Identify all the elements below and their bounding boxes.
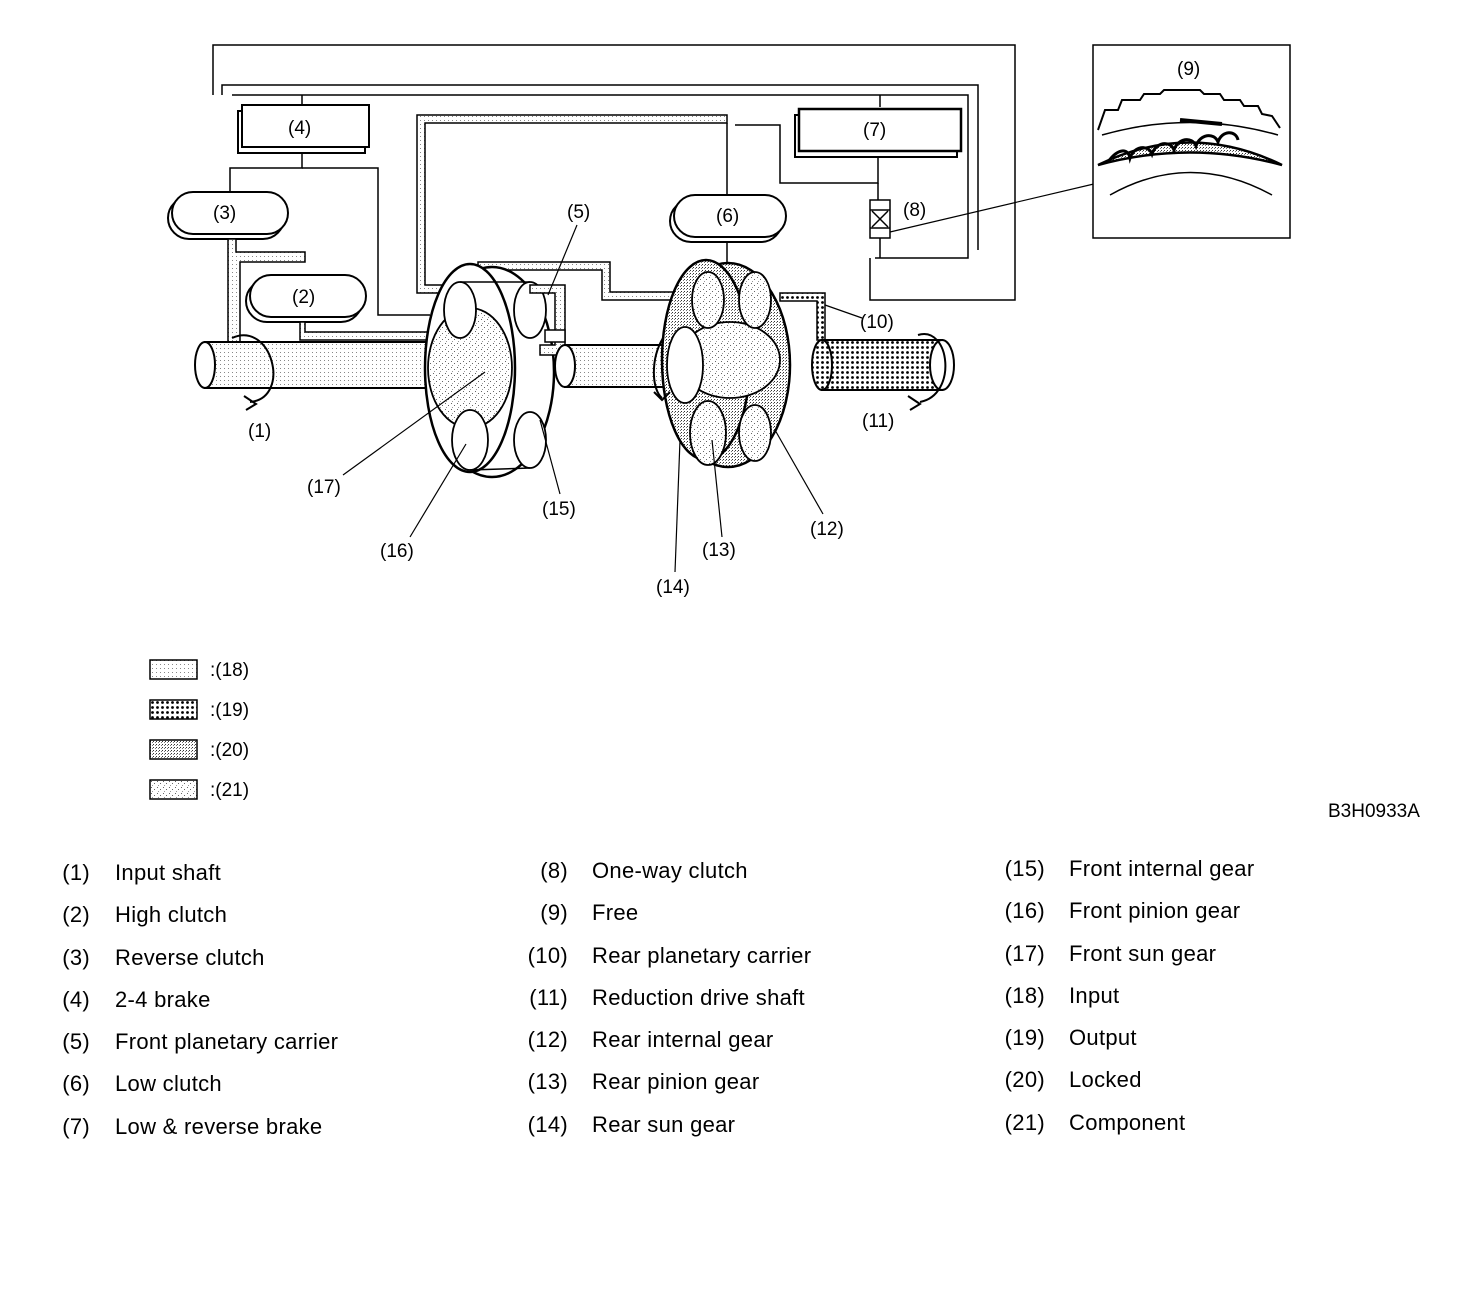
callout-16: (16)	[380, 541, 414, 562]
rear-planetary-set	[652, 258, 792, 469]
list-item: (20)Locked	[1004, 1067, 1142, 1093]
list-item: (2)High clutch	[62, 902, 228, 928]
callout-11: (11)	[862, 411, 894, 432]
legend-label-component: :(21)	[210, 780, 249, 801]
list-item: (14)Rear sun gear	[527, 1111, 736, 1137]
front-planetary-set	[423, 262, 556, 479]
low-reverse-brake: (7)	[794, 107, 963, 158]
legend-swatch-output	[149, 699, 198, 720]
list-item: (6)Low clutch	[62, 1071, 222, 1097]
legend-label-input: :(18)	[210, 660, 249, 681]
brake-2-4: (4)	[237, 104, 370, 154]
parts-column-2: (8)One-way clutch (9)Free (10)Rear plane…	[508, 858, 978, 1154]
reverse-clutch: (3)	[167, 191, 289, 240]
free-detail-inset: (9)	[1092, 44, 1291, 239]
list-item: (21)Component	[1004, 1109, 1186, 1135]
callout-14: (14)	[656, 577, 690, 598]
callout-17: (17)	[307, 477, 341, 498]
callout-9: (9)	[1177, 59, 1200, 80]
callout-10: (10)	[860, 312, 894, 333]
input-shaft: (1)	[194, 334, 446, 442]
frame-lines	[212, 44, 1016, 301]
figure-code: B3H0933A	[1328, 801, 1420, 822]
callout-2: (2)	[292, 287, 315, 308]
list-item: (9)Free	[540, 900, 639, 926]
legend-swatch-locked	[149, 739, 198, 760]
list-item: (5)Front planetary carrier	[62, 1029, 339, 1055]
callout-15: (15)	[542, 499, 576, 520]
low-clutch: (6)	[669, 194, 787, 243]
high-clutch: (2)	[245, 274, 367, 323]
list-item: (15)Front internal gear	[1004, 856, 1255, 881]
parts-column-1: (1)Input shaft (2)High clutch (3)Reverse…	[30, 860, 500, 1156]
list-item: (3)Reverse clutch	[62, 944, 265, 970]
callout-12: (12)	[810, 519, 844, 540]
callout-4: (4)	[288, 118, 311, 139]
callout-8: (8)	[903, 200, 926, 221]
callout-7: (7)	[863, 120, 886, 141]
legend: :(18) :(19) :(20) :(21)	[149, 659, 249, 801]
legend-label-output: :(19)	[210, 700, 249, 721]
list-item: (10)Rear planetary carrier	[527, 942, 812, 968]
list-item: (4)2-4 brake	[62, 986, 211, 1012]
list-item: (1)Input shaft	[62, 860, 222, 885]
legend-swatch-component	[149, 779, 198, 800]
legend-label-locked: :(20)	[210, 740, 249, 761]
callout-3: (3)	[213, 203, 236, 224]
callout-5: (5)	[567, 202, 590, 223]
list-item: (13)Rear pinion gear	[527, 1069, 760, 1095]
legend-swatch-input	[149, 659, 198, 680]
callout-6: (6)	[716, 206, 739, 227]
list-item: (18)Input	[1004, 982, 1120, 1008]
callout-1: (1)	[248, 421, 271, 442]
list-item: (7)Low & reverse brake	[62, 1113, 323, 1139]
parts-list: (1)Input shaft (2)High clutch (3)Reverse…	[0, 856, 1472, 1160]
reduction-drive-shaft: (11)	[811, 333, 955, 432]
transmission-power-flow-diagram: (4) (3) (2) (6) (7)	[149, 44, 1420, 822]
list-item: (11)Reduction drive shaft	[529, 984, 805, 1010]
list-item: (8)One-way clutch	[540, 858, 748, 883]
one-way-clutch: (8)	[869, 199, 926, 258]
parts-column-3: (15)Front internal gear (16)Front pinion…	[985, 856, 1455, 1152]
list-item: (19)Output	[1004, 1025, 1137, 1051]
callout-13: (13)	[702, 540, 736, 561]
list-item: (12)Rear internal gear	[527, 1027, 774, 1053]
list-item: (17)Front sun gear	[1004, 940, 1217, 966]
list-item: (16)Front pinion gear	[1004, 898, 1241, 924]
